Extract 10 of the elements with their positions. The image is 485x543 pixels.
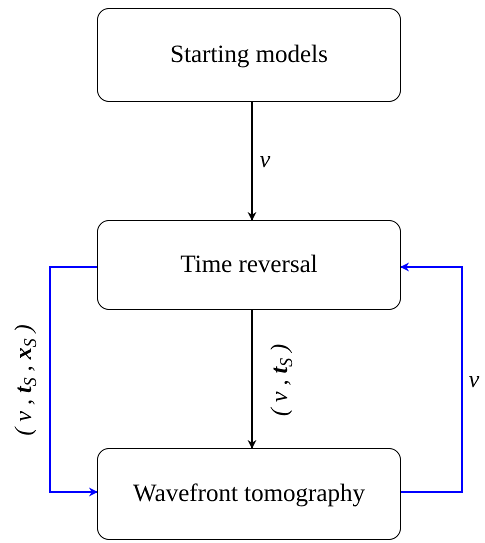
box-label: Starting models: [170, 40, 328, 70]
arrow: [248, 310, 256, 449]
process-box: [97, 8, 401, 102]
box-label: Time reversal: [180, 250, 318, 280]
arrow: [248, 102, 256, 221]
arrow: [49, 266, 98, 496]
box-label: Wavefront tomography: [133, 479, 365, 510]
process-box: [97, 448, 401, 540]
arrow: [400, 262, 463, 493]
process-box: [97, 220, 401, 310]
